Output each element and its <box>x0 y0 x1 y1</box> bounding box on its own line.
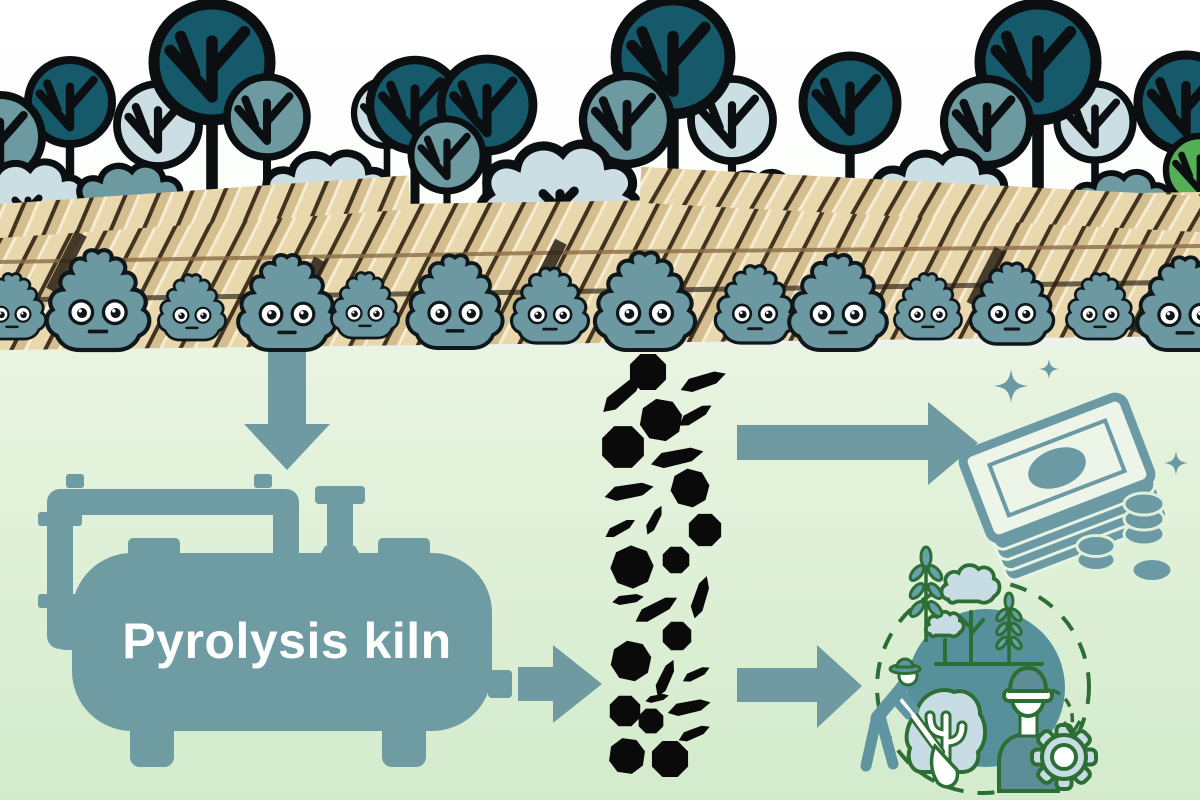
biochar-pieces-icon <box>602 353 726 778</box>
agriculture-circle-icon <box>860 545 1098 795</box>
biochar-chunk <box>638 708 664 734</box>
right-arrow-icon <box>518 645 602 723</box>
biochar-chunk <box>612 594 644 606</box>
biochar-chunk <box>667 699 711 717</box>
down-arrow-icon <box>244 352 330 470</box>
biochar-chunk <box>679 405 712 426</box>
biochar-chunk <box>646 505 662 535</box>
biochar-chunk <box>635 597 678 622</box>
biochar-chunk <box>610 640 652 682</box>
biochar-chunk <box>680 371 726 393</box>
biochar-chunk <box>639 398 683 442</box>
flow-arrows <box>244 352 978 728</box>
kiln-label: Pyrolysis kiln <box>122 613 451 669</box>
biochar-chunk <box>609 695 641 727</box>
pyrolysis-kiln-icon: Pyrolysis kiln <box>38 474 512 767</box>
tree <box>798 51 902 242</box>
curved-arrow-icon <box>1051 688 1075 727</box>
biochar-chunk <box>602 426 644 468</box>
biochar-chunk <box>690 576 709 619</box>
biochar-chunk <box>662 621 692 651</box>
small-tree-icon <box>923 609 966 666</box>
tree <box>223 73 311 235</box>
shrub-icon <box>904 688 987 774</box>
wheat-icon <box>908 545 944 642</box>
tree <box>687 75 777 241</box>
biochar-chunk <box>610 545 654 589</box>
farmer-digging-icon <box>860 657 960 789</box>
biochar-chunk <box>651 740 689 778</box>
tree <box>407 115 487 261</box>
tree <box>24 56 116 226</box>
wheat-icon <box>995 591 1023 664</box>
biochar-chunk <box>655 659 675 697</box>
forest-trees-icon <box>0 0 1200 270</box>
biochar-chunk <box>645 693 669 703</box>
biochar-chunk <box>604 482 654 501</box>
biochar-chunk <box>603 377 642 413</box>
banknote-stack <box>958 392 1169 582</box>
right-arrow-icon <box>737 645 862 728</box>
biochar-chunk <box>682 667 710 682</box>
biochar-chunk <box>688 513 722 547</box>
biochar-chunk <box>670 468 710 508</box>
biochar-chunk <box>678 725 710 742</box>
curved-arrow-head <box>1062 720 1082 738</box>
right-arrow-icon <box>737 402 978 485</box>
biochar-chunk <box>609 738 645 774</box>
biochar-chunk <box>605 519 636 538</box>
gear-icon <box>1030 723 1098 791</box>
biochar-chunk <box>650 447 704 469</box>
biochar-chunk <box>662 546 690 574</box>
coins-icon <box>1075 491 1174 583</box>
tree <box>1162 132 1200 270</box>
tree <box>0 91 46 261</box>
money-banknotes-icon <box>958 359 1188 583</box>
